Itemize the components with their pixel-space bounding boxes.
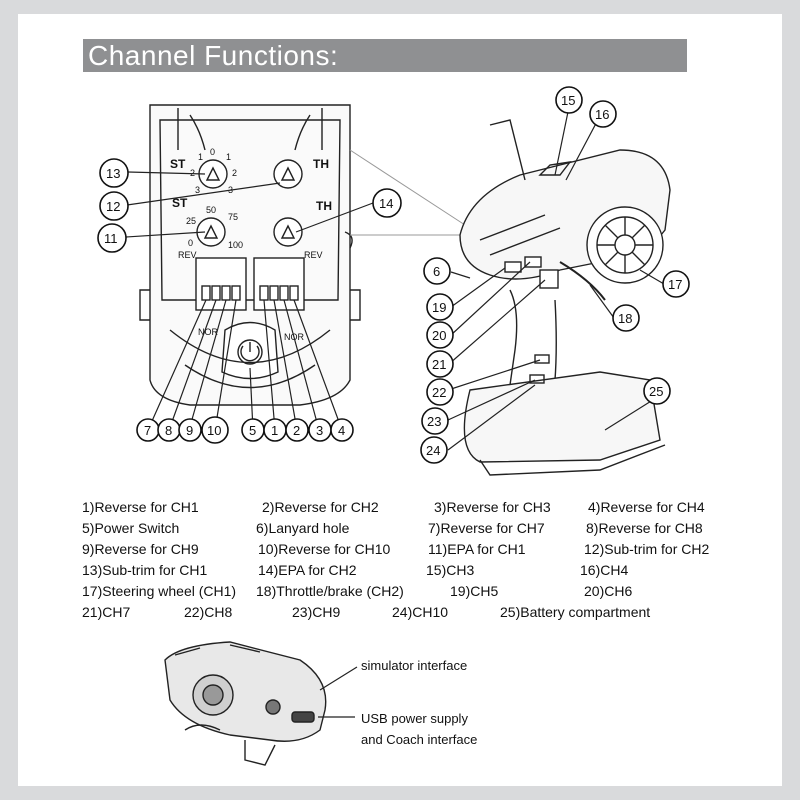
svg-text:15: 15	[561, 93, 575, 108]
svg-text:21: 21	[432, 357, 446, 372]
callout-12: 12	[99, 191, 129, 221]
dial-num-0b: 0	[188, 238, 193, 248]
callout-13: 13	[99, 158, 129, 188]
callout-21: 21	[426, 350, 454, 378]
th-label-2: TH	[316, 199, 332, 213]
rev-left-label: REV	[178, 250, 197, 260]
nor-left-label: NOR	[198, 327, 219, 337]
th-subtrim-dial	[273, 159, 303, 189]
svg-text:3: 3	[316, 423, 323, 438]
svg-text:14: 14	[379, 196, 393, 211]
svg-text:13: 13	[106, 166, 120, 181]
svg-text:8: 8	[165, 423, 172, 438]
svg-text:6: 6	[433, 264, 440, 279]
svg-text:12: 12	[106, 199, 120, 214]
callout-3: 3	[308, 418, 332, 442]
callout-20: 20	[426, 321, 454, 349]
callout-18: 18	[612, 304, 640, 332]
title-bar	[83, 39, 687, 72]
svg-text:23: 23	[427, 414, 441, 429]
dial-num-2: 2	[232, 168, 237, 178]
svg-text:16: 16	[595, 107, 609, 122]
st-subtrim-dial	[198, 159, 228, 189]
dial-num-50: 50	[206, 205, 216, 215]
control-panel-drawing	[139, 104, 361, 406]
svg-text:25: 25	[649, 384, 663, 399]
simulator-interface-label: simulator interface	[361, 658, 468, 673]
dial-num-75: 75	[228, 212, 238, 222]
st-label-2: ST	[172, 196, 188, 210]
transmitter-drawing	[459, 119, 671, 476]
callout-8: 8	[157, 418, 181, 442]
dial-num-100: 100	[228, 240, 243, 250]
callout-23: 23	[421, 407, 449, 435]
leader-lines	[125, 106, 665, 451]
usb-label-line1: USB power supply	[361, 711, 468, 726]
dial-num-1: 1	[226, 152, 231, 162]
callout-15: 15	[555, 86, 583, 114]
svg-text:7: 7	[144, 423, 151, 438]
th-label: TH	[313, 157, 329, 171]
svg-text:4: 4	[338, 423, 345, 438]
callout-17: 17	[662, 270, 690, 298]
dial-num-2b: 2	[190, 168, 195, 178]
svg-text:20: 20	[432, 328, 446, 343]
dial-num-3b: 3	[195, 185, 200, 195]
callout-1: 1	[263, 418, 287, 442]
callout-16: 16	[589, 100, 617, 128]
svg-text:9: 9	[186, 423, 193, 438]
svg-text:19: 19	[432, 300, 446, 315]
rev-right-label: REV	[304, 250, 323, 260]
callout-11: 11	[97, 223, 127, 253]
callout-14: 14	[372, 188, 402, 218]
svg-text:22: 22	[432, 385, 446, 400]
dial-num-0: 0	[210, 147, 215, 157]
callout-22: 22	[426, 378, 454, 406]
page-title: Channel Functions:	[88, 40, 339, 71]
svg-text:2: 2	[293, 423, 300, 438]
callout-24: 24	[420, 436, 448, 464]
usb-label-line2: and Coach interface	[361, 732, 478, 747]
callout-2: 2	[285, 418, 309, 442]
st-epa-dial	[196, 217, 226, 247]
callout-9: 9	[178, 418, 202, 442]
svg-text:17: 17	[668, 277, 682, 292]
dial-num-1b: 1	[198, 152, 203, 162]
svg-text:10: 10	[207, 423, 221, 438]
callout-10: 10	[201, 416, 229, 444]
svg-text:18: 18	[618, 311, 632, 326]
callout-25: 25	[643, 377, 671, 405]
svg-text:11: 11	[104, 231, 118, 246]
svg-text:1: 1	[271, 423, 278, 438]
st-label: ST	[170, 157, 186, 171]
th-epa-dial	[273, 217, 303, 247]
svg-text:24: 24	[426, 443, 440, 458]
callout-6: 6	[423, 257, 451, 285]
callout-4: 4	[330, 418, 354, 442]
callout-19: 19	[426, 293, 454, 321]
callout-5: 5	[241, 418, 265, 442]
svg-text:5: 5	[249, 423, 256, 438]
callout-7: 7	[136, 418, 160, 442]
side-view-drawing	[164, 641, 327, 766]
dial-num-25: 25	[186, 216, 196, 226]
